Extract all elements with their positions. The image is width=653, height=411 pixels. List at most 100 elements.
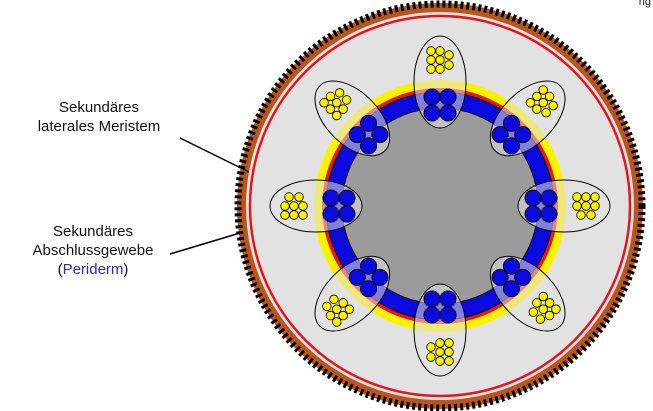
phloem-cell (581, 201, 591, 211)
phloem-cell (538, 304, 548, 314)
vascular-bundle (517, 179, 611, 233)
phloem-cell (289, 201, 299, 211)
corner-text-fragment: ng (638, 0, 651, 8)
phloem-cell (435, 338, 445, 348)
xylem-cell (439, 88, 457, 106)
xylem-cell (423, 290, 441, 308)
bundle-outline (489, 255, 566, 332)
xylem-cell (360, 114, 378, 132)
phloem-cell (435, 46, 445, 56)
phloem-cell (280, 201, 290, 211)
phloem-cell (532, 104, 542, 114)
cork-cambium-ring (248, 14, 632, 398)
xylem-cell (338, 189, 356, 207)
phloem-cell (332, 304, 342, 314)
phloem-cell (322, 301, 332, 312)
phloem-cell (332, 317, 342, 327)
phloem-cell (532, 91, 542, 102)
phloem-cell (444, 50, 454, 60)
phloem-cell (528, 307, 539, 317)
label-secondary-boundary-tissue: Sekundäres Abschlussgewebe (Periderm) (8, 222, 178, 279)
phloem-cell (284, 192, 294, 202)
xylem-cell (423, 306, 441, 324)
xylem-cell (540, 189, 558, 207)
xylem-cell (423, 88, 441, 106)
vascular-bundle (489, 80, 566, 157)
phloem-cell (435, 55, 445, 65)
phloem-cell (341, 95, 352, 105)
xylem-cell (514, 126, 532, 144)
vascular-bundle (314, 255, 391, 332)
periderm-dash-ring (234, 0, 646, 411)
phloem-cell (590, 192, 600, 202)
phloem-cell (289, 210, 299, 220)
phloem-cell (541, 107, 551, 118)
periderm-link[interactable]: Periderm (62, 261, 124, 278)
phloem-cell (338, 104, 348, 114)
phloem-cell (548, 100, 558, 111)
vascular-bundle (489, 255, 566, 332)
vascular-bundle (269, 179, 363, 233)
phloem-cell (544, 91, 555, 102)
xylem-cell (338, 205, 356, 223)
phloem-cell (329, 294, 339, 305)
meristem-leader-line (179, 137, 250, 173)
vascular-bundle (413, 35, 467, 129)
xylem-cell (502, 280, 520, 298)
phloem-cell (444, 356, 454, 366)
vascular-bundle (314, 80, 391, 157)
phloem-cell (444, 338, 454, 348)
phloem-cell (538, 85, 548, 95)
phloem-cell (435, 64, 445, 74)
close-paren: ) (123, 261, 129, 278)
phloem-cell (338, 298, 348, 308)
xylem-cell (524, 205, 542, 223)
phloem-cell (538, 98, 548, 108)
xylem-cell (524, 189, 542, 207)
xylem-cell (540, 205, 558, 223)
phloem-cell (426, 64, 436, 74)
label-secondary-lateral-meristem: Sekundäres laterales Meristem (6, 98, 192, 136)
phloem-cell (325, 91, 336, 102)
phloem-cell (444, 60, 454, 70)
phloem-cell (426, 342, 436, 352)
phloem-cell (426, 55, 436, 65)
phloem-cell (444, 347, 454, 357)
xylem-cell (439, 306, 457, 324)
xylem-cell (322, 205, 340, 223)
phloem-cell (544, 310, 555, 321)
xylem-cell (322, 189, 340, 207)
periderm-label-line2: Abschlussgewebe (32, 242, 154, 259)
phloem-cell (590, 201, 600, 211)
phloem-cell (532, 298, 542, 308)
phloem-cell (435, 356, 445, 366)
phloem-cell (280, 210, 290, 220)
periderm-leader-line (169, 232, 241, 255)
phloem-cell (581, 192, 591, 202)
vascular-bundles (269, 35, 611, 377)
phloem-cell (572, 192, 582, 202)
phloem-cell (572, 201, 582, 211)
periderm-label-line3: (Periderm) (8, 260, 178, 279)
meristem-label-line1: Sekundäres (58, 99, 140, 116)
phloem-cell (332, 98, 342, 108)
phloem-cell (535, 314, 546, 324)
phloem-cell (426, 46, 436, 56)
phloem-cell (319, 98, 329, 108)
phloem-cell (294, 192, 304, 202)
vascular-bundle (413, 283, 467, 377)
phloem-cell (576, 210, 586, 220)
phloem-cell (298, 201, 308, 211)
xylem-cell (423, 104, 441, 122)
periderm-label-line1: Sekundäres (52, 223, 134, 240)
phloem-cell (334, 88, 345, 98)
phloem-cell (435, 347, 445, 357)
phloem-cell (426, 352, 436, 362)
xylem-cell (348, 268, 366, 286)
meristem-label-line2: laterales Meristem (37, 118, 161, 135)
xylem-cell (439, 104, 457, 122)
phloem-cell (298, 210, 308, 220)
phloem-cell (325, 310, 336, 321)
xylem-cell (439, 290, 457, 308)
